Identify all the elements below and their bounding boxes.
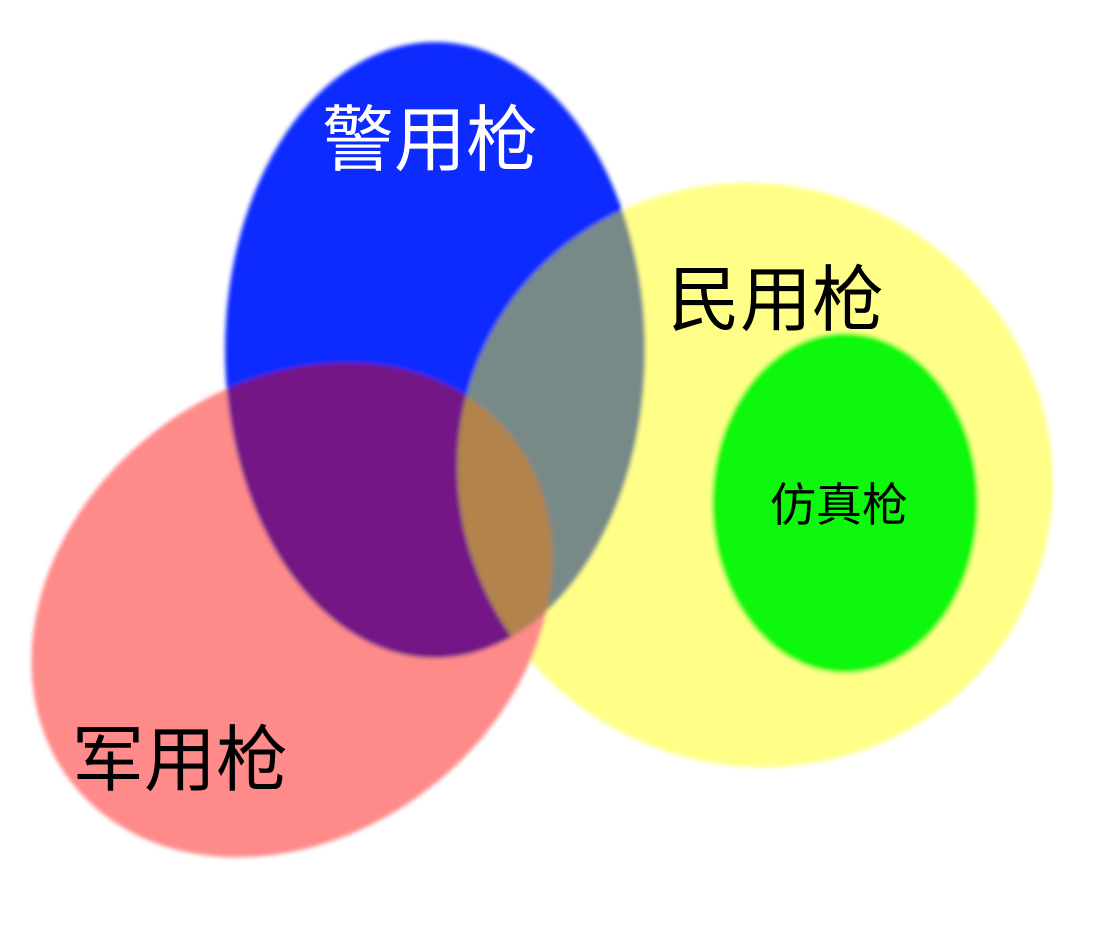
military-label: 军用枪 <box>72 718 289 802</box>
replica-set <box>712 333 978 673</box>
replica-label: 仿真枪 <box>770 478 908 532</box>
police-label: 警用枪 <box>322 98 539 182</box>
civilian-label: 民用枪 <box>668 258 885 342</box>
